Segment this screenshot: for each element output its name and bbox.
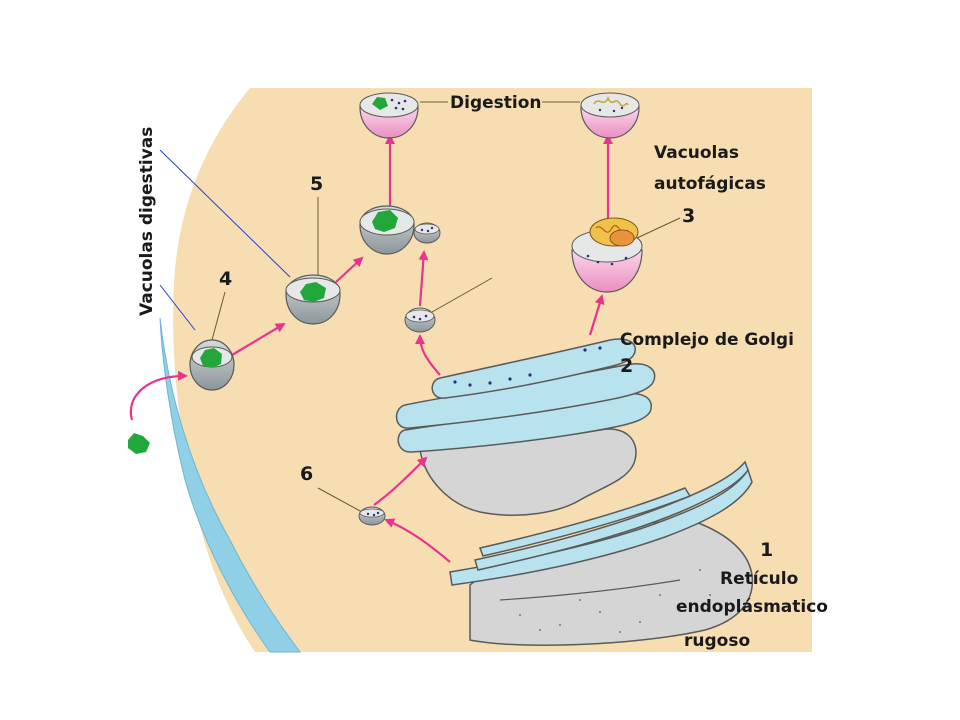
label-endoplasmatico: endoplásmatico — [676, 597, 828, 617]
small-vesicle-golgi — [404, 307, 436, 333]
arrow-entry — [129, 370, 188, 421]
digestion-vacuole-right — [580, 92, 640, 139]
label-digestion: Digestion — [450, 93, 542, 113]
arrow-er-to-6 — [384, 518, 451, 563]
arrow-vesicle-to-5 — [335, 256, 364, 283]
arrow-small-to-5 — [418, 250, 429, 307]
arrow-golgi-to-small — [415, 334, 441, 376]
vesicle-ingestion — [285, 274, 341, 325]
digestion-vacuole-left — [359, 92, 419, 139]
label-number-5: 5 — [310, 173, 323, 195]
label-number-1: 1 — [760, 539, 773, 561]
label-complejo-de-golgi: Complejo de Golgi — [620, 330, 794, 350]
label-number-6: 6 — [300, 463, 313, 485]
autophagic-vacuole — [571, 217, 643, 293]
arrow-4-to-vesicle — [231, 322, 286, 356]
label-reticulo: Retículo — [720, 569, 798, 589]
cell-membrane — [159, 317, 301, 653]
label-vacuolas-autofagicas-line1: Vacuolas — [654, 143, 739, 163]
label-vacuolas-autofagicas-line2: autofágicas — [654, 174, 766, 194]
vesicle-5 — [359, 205, 441, 255]
arrow-6-to-golgi — [373, 456, 428, 506]
particle-outside — [128, 433, 150, 454]
vesicle-6 — [358, 506, 386, 526]
label-number-4: 4 — [219, 268, 232, 290]
rough-er — [449, 460, 754, 646]
vesicle-4 — [189, 339, 235, 391]
pathway-arrows — [129, 134, 613, 563]
golgi-complex — [395, 338, 656, 516]
label-rugoso: rugoso — [684, 631, 750, 651]
label-vacuolas-digestivas: Vacuolas digestivas — [137, 127, 157, 316]
label-number-3: 3 — [682, 205, 695, 227]
label-number-2: 2 — [620, 355, 633, 377]
arrow-golgi-to-autophagic — [588, 294, 605, 336]
leader-lines — [159, 101, 681, 513]
